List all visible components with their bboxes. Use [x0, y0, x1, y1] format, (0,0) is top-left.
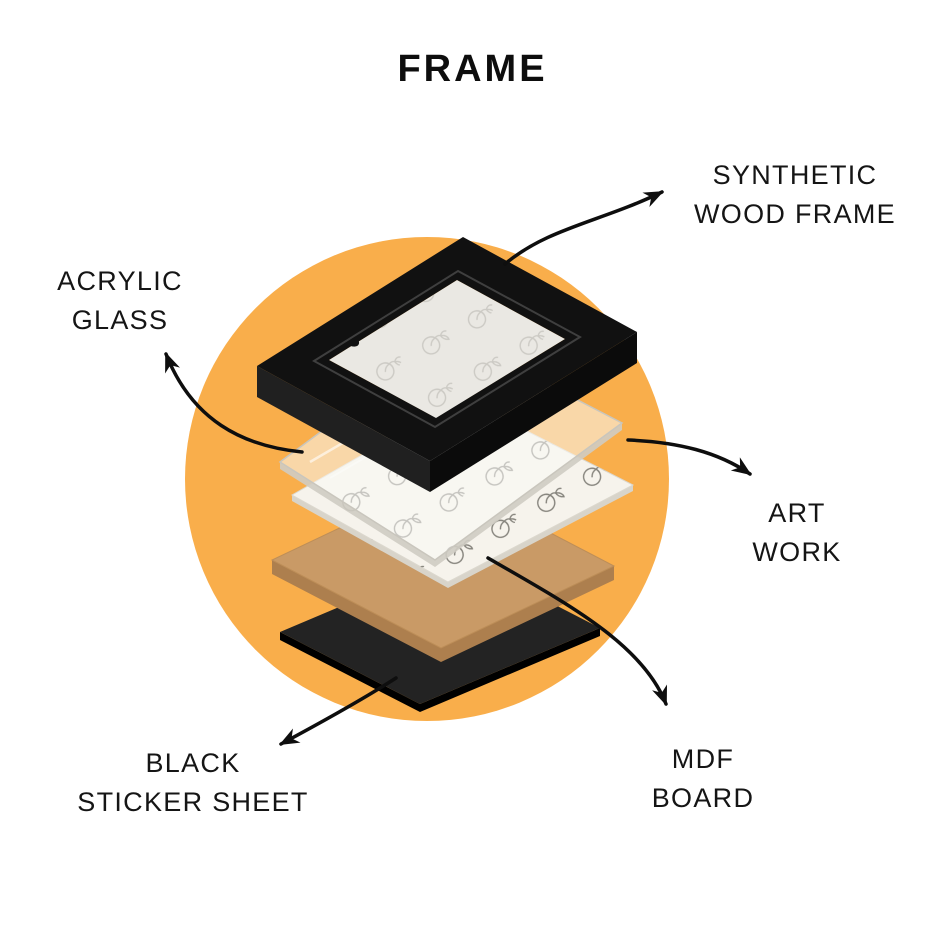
label-line: WOOD FRAME — [694, 199, 896, 229]
label-black-sticker-sheet: BLACK STICKER SHEET — [77, 744, 308, 822]
label-line: ACRYLIC — [57, 266, 183, 296]
frame-face — [257, 237, 637, 461]
mdf-board-edge — [272, 560, 614, 662]
label-art-work: ART WORK — [752, 494, 841, 572]
label-line: ART — [768, 498, 826, 528]
arrow-mdf-board — [486, 556, 668, 706]
label-mdf-board: MDF BOARD — [652, 740, 755, 818]
arrow-art-work — [626, 438, 752, 476]
label-synthetic-wood-frame: SYNTHETIC WOOD FRAME — [694, 156, 896, 234]
label-line: STICKER SHEET — [77, 787, 309, 817]
label-acrylic-glass: ACRYLIC GLASS — [57, 262, 183, 340]
annotation-arrows — [164, 190, 752, 746]
label-line: MDF — [671, 744, 735, 774]
synthetic-wood-frame-layer — [257, 237, 637, 492]
page-title: FRAME — [397, 48, 548, 90]
label-line: BOARD — [651, 783, 755, 813]
label-line: SYNTHETIC — [712, 160, 878, 190]
frame-side-right — [430, 332, 637, 492]
arrow-synthetic-wood-frame — [503, 190, 664, 266]
label-line: BLACK — [145, 748, 241, 778]
frame-side-left — [257, 366, 430, 492]
arrow-black-sticker-sheet — [279, 676, 398, 746]
sticker-sheet-edge — [280, 628, 600, 712]
artwork-edge — [292, 485, 633, 588]
label-line: WORK — [752, 537, 842, 567]
arrow-acrylic-glass — [164, 352, 304, 454]
frame-mat-pattern — [329, 280, 565, 418]
frame-inner-lip — [312, 269, 582, 429]
label-line: GLASS — [71, 305, 169, 335]
